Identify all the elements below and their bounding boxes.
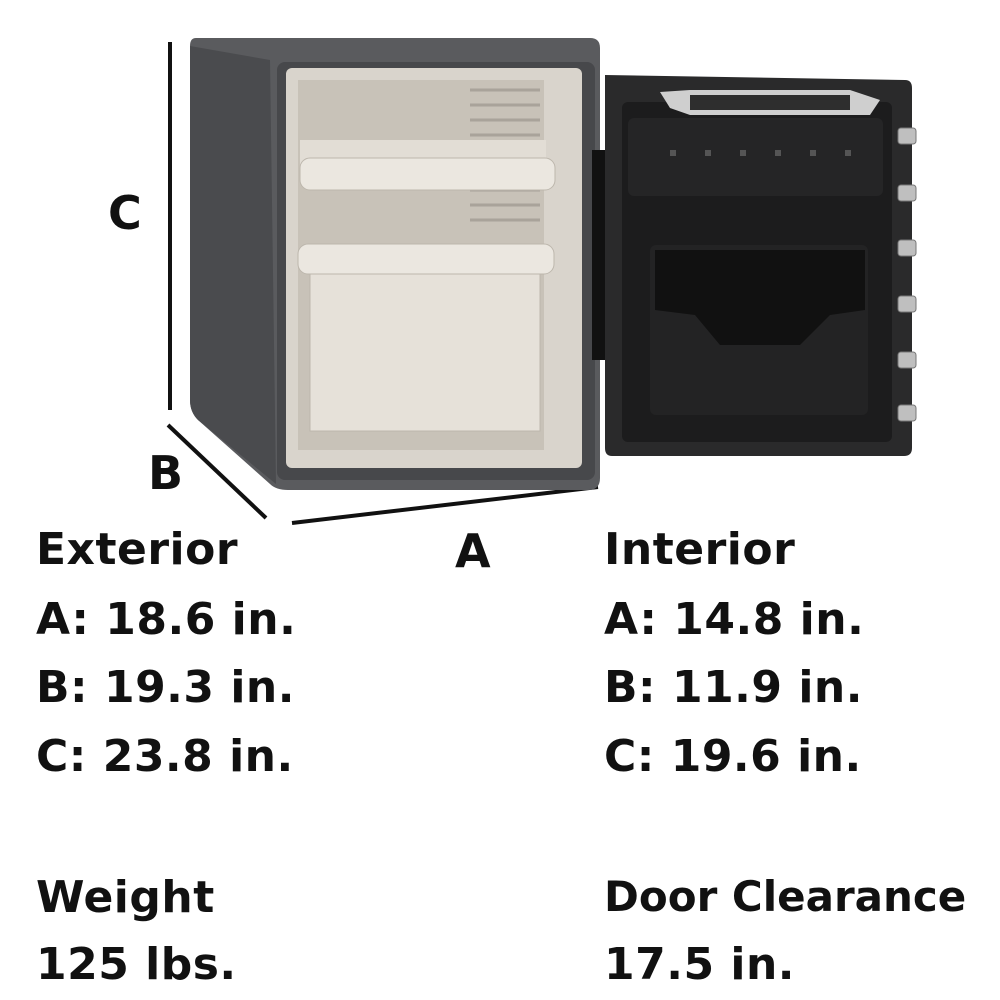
weight-heading: Weight <box>36 872 215 923</box>
dimension-label-a: A <box>455 524 491 578</box>
door-clearance-heading: Door Clearance <box>604 872 967 921</box>
dimension-label-c: C <box>108 186 142 240</box>
exterior-c: C: 23.8 in. <box>36 731 294 782</box>
door-clearance-value: 17.5 in. <box>604 939 795 990</box>
interior-c: C: 19.6 in. <box>604 731 862 782</box>
exterior-heading: Exterior <box>36 524 239 575</box>
interior-a: A: 14.8 in. <box>604 594 865 645</box>
interior-heading: Interior <box>604 524 796 575</box>
dimension-line-b <box>166 423 268 520</box>
safe-door <box>605 75 917 456</box>
dimension-label-b: B <box>148 446 184 500</box>
exterior-a: A: 18.6 in. <box>36 594 297 645</box>
interior-b: B: 11.9 in. <box>604 662 863 713</box>
exterior-b: B: 19.3 in. <box>36 662 295 713</box>
weight-value: 125 lbs. <box>36 939 237 990</box>
safe-body <box>190 38 606 490</box>
dimension-line-a <box>291 485 599 525</box>
